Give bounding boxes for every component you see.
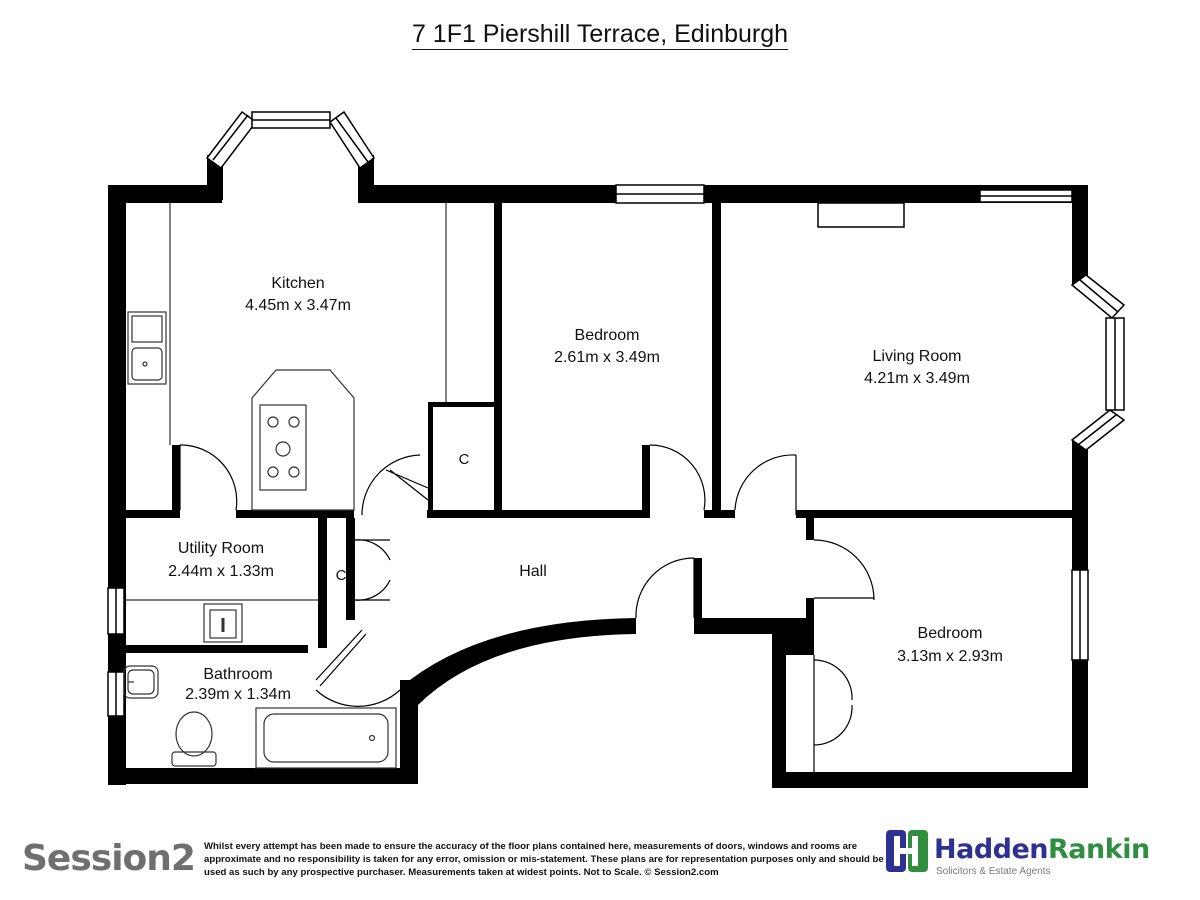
hall-name: Hall: [519, 563, 547, 580]
windows: [107, 184, 1089, 717]
bedroom1-dims: 2.61m x 3.49m: [554, 349, 660, 366]
room-labels: Kitchen 4.45m x 3.47m Bedroom 2.61m x 3.…: [168, 275, 1003, 703]
plan-title: 7 1F1 Piershill Terrace, Edinburgh: [0, 20, 1200, 50]
doors: [179, 444, 875, 772]
hr-monogram-icon: [886, 830, 928, 872]
cupboard-label-kitchen: C: [459, 451, 470, 468]
hadden-rankin-logo: HaddenRankin Solicitors & Estate Agents: [884, 826, 1184, 878]
brand-tagline: Solicitors & Estate Agents: [936, 866, 1051, 877]
walls: [108, 155, 1088, 788]
brand-name-first: Hadden: [934, 834, 1049, 865]
bedroom2-dims: 3.13m x 2.93m: [897, 648, 1003, 665]
bedroom1-name: Bedroom: [575, 327, 640, 344]
living-room-dims: 4.21m x 3.49m: [864, 370, 970, 387]
utility-room-dims: 2.44m x 1.33m: [168, 563, 274, 580]
brand-name: HaddenRankin: [934, 834, 1150, 865]
fixtures: [123, 203, 447, 769]
brand-name-second: Rankin: [1048, 834, 1150, 865]
session2-logo-text: Session2: [22, 838, 196, 879]
kitchen-name: Kitchen: [271, 275, 324, 292]
bathroom-name: Bathroom: [203, 666, 272, 683]
living-room-name: Living Room: [873, 348, 962, 365]
disclaimer-text: Whilst every attempt has been made to en…: [204, 841, 884, 878]
bay-windows: [205, 110, 1126, 451]
session2-logo: Session2: [22, 838, 196, 879]
cupboard-label-hall: C: [336, 567, 347, 584]
plan-title-text: 7 1F1 Piershill Terrace, Edinburgh: [411, 20, 789, 50]
floor-plan: Kitchen 4.45m x 3.47m Bedroom 2.61m x 3.…: [107, 110, 1126, 788]
bathroom-dims: 2.39m x 1.34m: [185, 686, 291, 703]
utility-room-name: Utility Room: [178, 540, 264, 557]
kitchen-dims: 4.45m x 3.47m: [245, 297, 351, 314]
bedroom2-name: Bedroom: [918, 625, 983, 642]
